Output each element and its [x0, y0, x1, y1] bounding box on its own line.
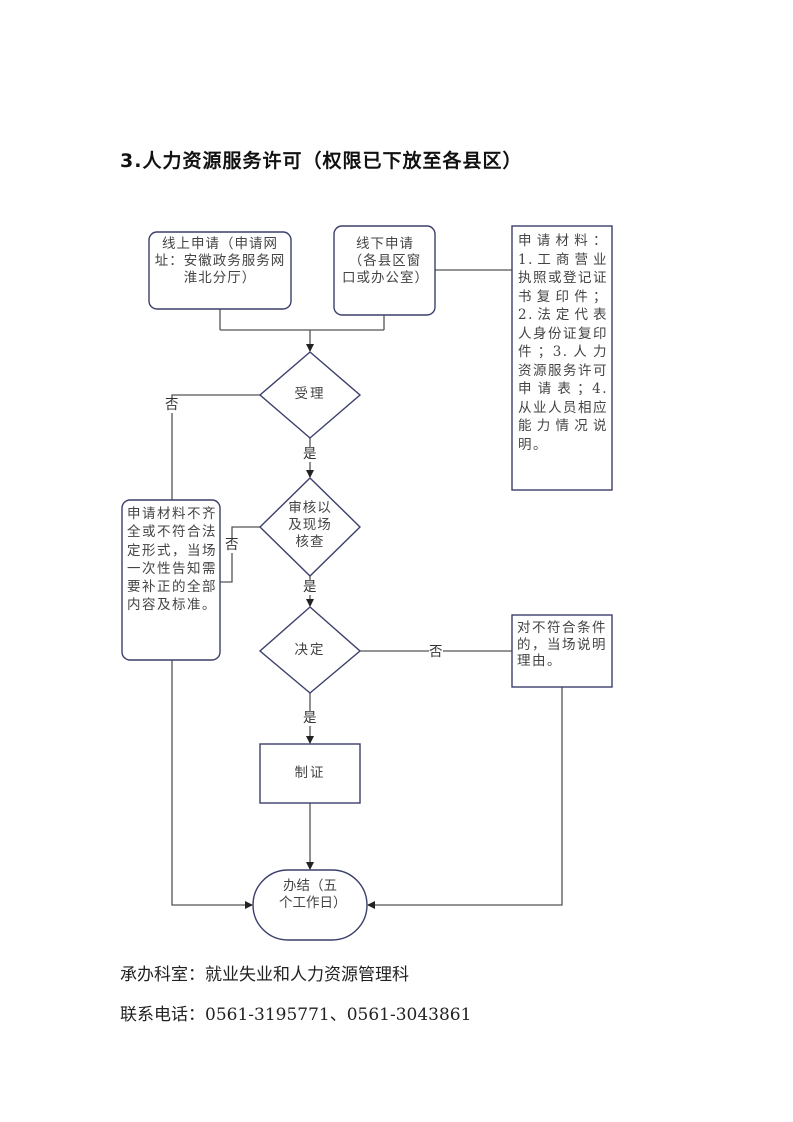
review-no-label: 否: [225, 537, 239, 553]
complete-terminal: [252, 869, 368, 941]
offline-apply-box: [333, 225, 436, 316]
accept-diamond: [258, 351, 362, 439]
accept-no-label: 否: [165, 397, 179, 413]
accept-text: 受理: [294, 386, 326, 402]
phone-info: 联系电话：0561-3195771、0561-3043861: [120, 1005, 472, 1025]
decide-yes-label: 是: [303, 710, 317, 726]
online-apply-box: [148, 231, 292, 310]
review-yes-label: 是: [303, 579, 317, 595]
connector-accept-no: [171, 394, 260, 500]
connector-left-box-complete: [171, 660, 253, 909]
decide-no-label: 否: [429, 644, 443, 660]
review-diamond: [258, 477, 362, 577]
incomplete-notice-text: 申请材料不齐全或不符合法定形式，当场一次性告知需要补正的全部内容及标准。: [127, 506, 217, 614]
decide-text: 决定: [294, 642, 326, 658]
review-text: 审核以及现场核查: [288, 500, 332, 550]
connector-review-no: [220, 526, 260, 583]
accept-yes-label: 是: [303, 446, 317, 462]
materials-box: [511, 225, 613, 491]
office-info: 承办科室：就业失业和人力资源管理科: [120, 965, 409, 985]
connector-right-box-complete: [367, 687, 563, 909]
online-apply-text: 线上申请（申请网址：安徽政务服务网淮北分厅）: [154, 236, 286, 286]
incomplete-notice-box: [121, 499, 221, 661]
materials-text: 申请材料：1.工商营业执照或登记证书复印件；2.法定代表人身份证复印件；3.人力…: [518, 233, 608, 453]
certify-text: 制证: [294, 765, 326, 781]
reject-notice-text: 对不符合条件的，当场说明理由。: [517, 620, 607, 669]
reject-notice-box: [511, 614, 613, 688]
decide-diamond: [258, 606, 362, 694]
page-title: 3.人力资源服务许可（权限已下放至各县区）: [120, 150, 523, 172]
offline-apply-text: 线下申请（各县区窗口或办公室）: [342, 236, 429, 286]
certify-box: [259, 743, 361, 804]
complete-text: 办结（五个工作日）: [279, 878, 347, 911]
